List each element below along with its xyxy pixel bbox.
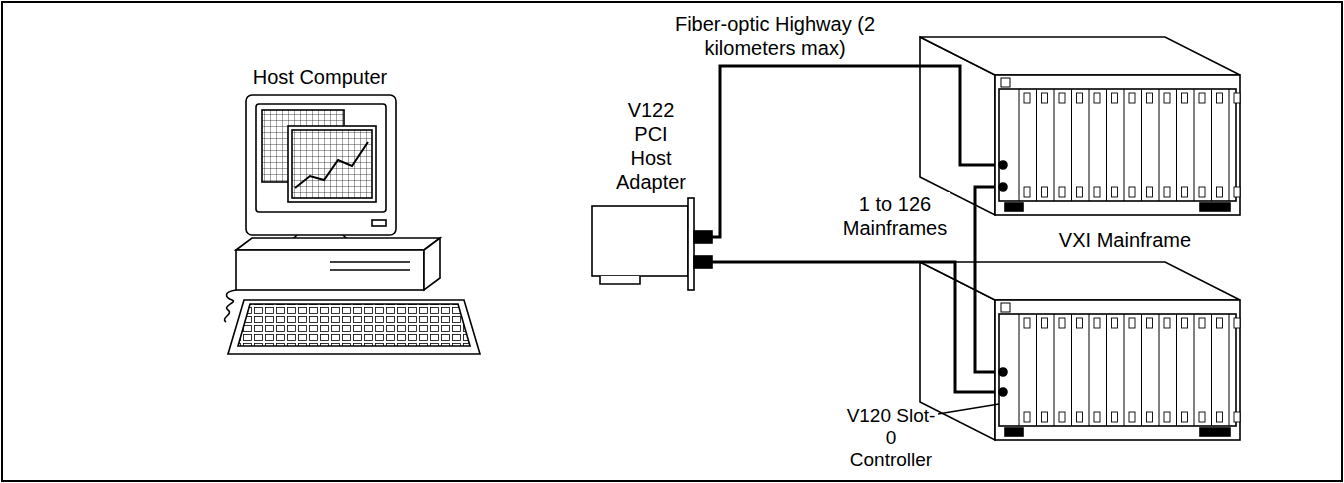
callout-label: V120 Slot-0 Controller	[845, 405, 937, 471]
fiber-optic-cable	[975, 187, 995, 372]
text-holder: Host Computer	[200, 65, 440, 89]
edge-label-holder: Fiber-optic Highway (2 kilometers max)	[650, 12, 900, 60]
text-holder: V120 Slot-0 Controller	[845, 405, 937, 471]
adapter-node: V122 PCI Host Adapter	[590, 98, 712, 285]
edge-label: Fiber-optic Highway (2 kilometers max)	[670, 12, 880, 60]
label-holder: 1 to 126 Mainframes	[840, 192, 950, 240]
leader-line	[938, 404, 999, 414]
fiber-optic-cable	[712, 262, 995, 392]
text-holder: V122 PCI Host Adapter	[613, 98, 689, 194]
mainframe-illustration	[920, 262, 1240, 440]
node-heading: VXI Mainframe	[995, 228, 1255, 252]
computer-illustration	[224, 95, 480, 354]
fiber-optic-cable	[712, 66, 995, 237]
note-label: 1 to 126 Mainframes	[840, 192, 950, 240]
text-holder: VXI Mainframe	[995, 228, 1255, 252]
computer-node: Host Computer	[200, 65, 440, 360]
mainframe-illustration	[920, 37, 1240, 215]
adapter-card-illustration	[592, 198, 712, 290]
mainframe-node	[995, 75, 1240, 215]
node-label: Host Computer	[200, 65, 440, 89]
mainframe-node: VXI MainframeV120 Slot-0 Controller	[995, 300, 1255, 440]
node-label: V122 PCI Host Adapter	[613, 98, 689, 194]
